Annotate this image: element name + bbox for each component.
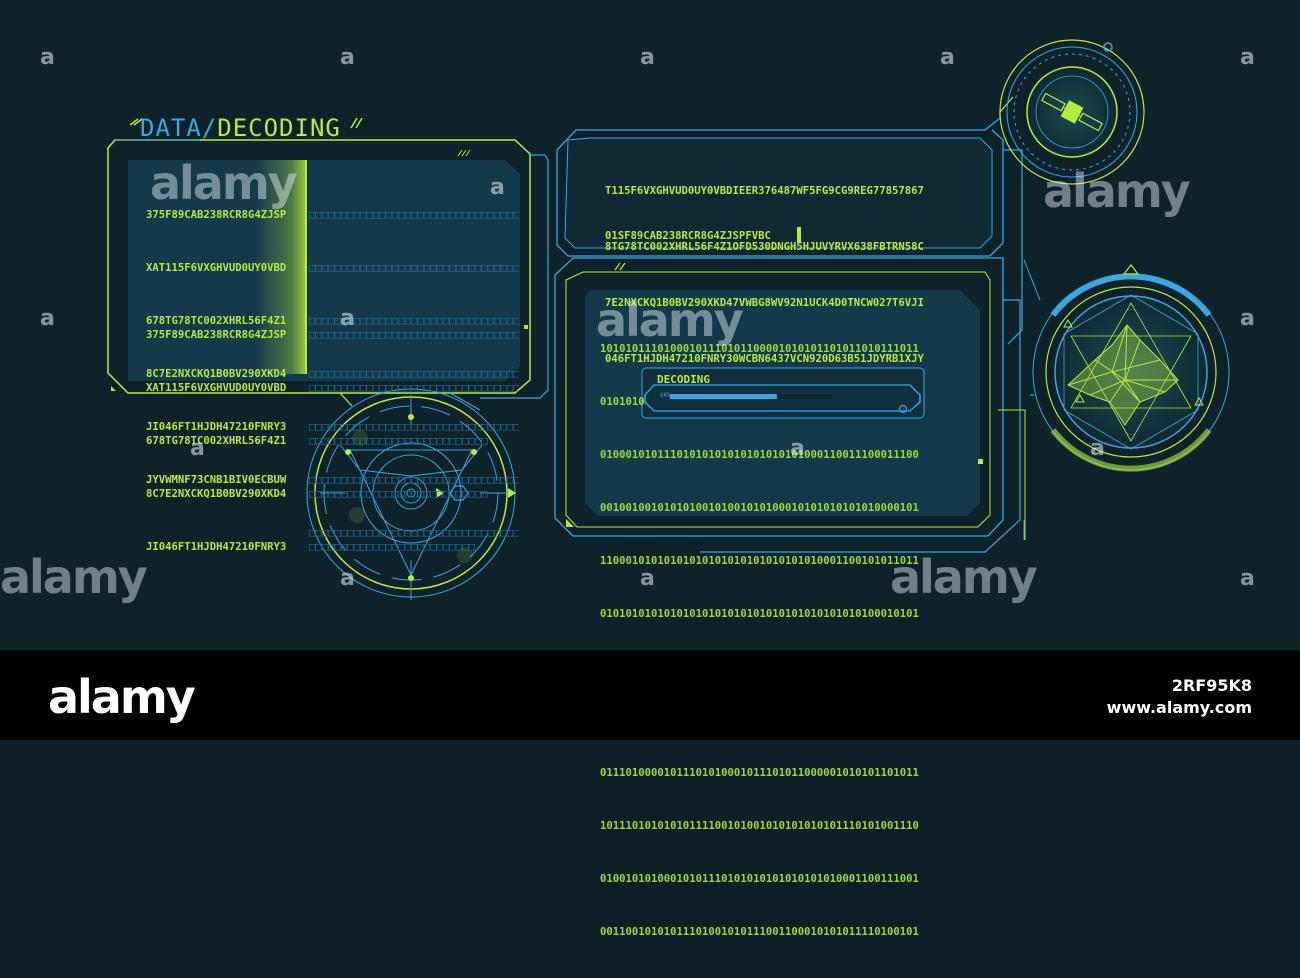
watermark-brand: alamy — [1043, 164, 1191, 218]
binary-line: 1011101010101011110010100101010101010111… — [600, 820, 919, 832]
decoding-bar-frame — [644, 384, 921, 414]
terrain-wireframe-icon — [1067, 324, 1179, 426]
code-line: 8C7E2NXCKQ1B0BV290XKD4 — [146, 368, 287, 380]
hud-interface: DATA/DECODING 375F89CAB238RCR8G4ZJSP XAT… — [0, 39, 1255, 938]
code-block-b: 375F89CAB238RCR8G4ZJSP XAT115F6VXGHVUD0U… — [146, 290, 286, 593]
watermark-letter: a — [340, 566, 355, 591]
watermark-letter: a — [1090, 436, 1105, 461]
title-decoding: DECODING — [217, 114, 341, 142]
box-line: □□□□□□□□□□□□□□□□□□□□□□□□□□□□□□□□□□ — [309, 315, 519, 327]
panel-title: DATA/DECODING — [140, 114, 341, 142]
box-line: □□□□□□□□□□□□□□□□□□□□□□□□□□ — [309, 541, 475, 553]
watermark-letter: a — [640, 45, 655, 70]
watermark-letter: a — [340, 45, 355, 70]
binary-line: 0100010101110101010101010101010100011001… — [600, 449, 919, 461]
hex-line: 7E2NXCKQ1B0BV290XKD47VWBG8WV92N1UCK4D0TN… — [605, 297, 924, 309]
box-line: □□□□□□□□□□□□□□□□□□□□□□□□□□□□□□□□□□ — [309, 329, 519, 341]
code-line: 375F89CAB238RCR8G4ZJSP — [146, 209, 287, 221]
watermark-letter: a — [1240, 306, 1255, 331]
binary-line: 0111010000101110101000101110101100000101… — [600, 767, 919, 779]
binary-line: 0101010101010101010101010101010101010101… — [600, 608, 919, 620]
box-line: □□□□□□□□□□□□□□□□□□□□□□□□□□□□□□□□□□ — [309, 382, 519, 394]
code-line: JI046FT1HJDH47210FNRY3 — [146, 541, 287, 553]
box-block-b: □□□□□□□□□□□□□□□□□□□□□□□□□□□□□□□□□□ □□□□□… — [309, 290, 519, 593]
target-reticle — [306, 388, 516, 600]
watermark-letter: a — [490, 175, 505, 200]
box-line: □□□□□□□□□□□□□□□□□□□□□□□□□□□□ — [309, 488, 488, 500]
box-line: □□□□□□□□□□□□□□□□□□□□□□□□□□□□□□□□□□ — [309, 209, 519, 221]
satellite-icon — [1041, 92, 1103, 132]
watermark-letter: a — [1240, 566, 1255, 591]
box-block-a: □□□□□□□□□□□□□□□□□□□□□□□□□□□□□□□□□□ □□□□□… — [309, 170, 519, 579]
satellite-radar — [999, 39, 1145, 185]
watermark-brand: alamy — [150, 156, 298, 210]
terrain-scanner — [1032, 264, 1230, 472]
box-line: □□□□□□□□□□□□□□□□□□□□□□□□□□□□□□□□□□ — [309, 421, 519, 433]
code-line: 8C7E2NXCKQ1B0BV290XKD4 — [146, 488, 287, 500]
binary-line: 0011001010101110100101011100110001010101… — [600, 926, 919, 938]
box-line: □□□□□□□□□□□□□□□□□□□□□□□□□□□□□□□□□□ — [309, 368, 519, 380]
binary-line: 1100010101010101010101010101010101000110… — [600, 555, 919, 567]
watermark-brand: alamy — [890, 550, 1038, 604]
code-line: XAT115F6VXGHVUD0UY0VBD — [146, 382, 287, 394]
footer-logo: alamy — [48, 670, 196, 724]
code-line: 678TG78TC002XHRL56F4Z1 — [146, 435, 287, 447]
binary-line: 0010010010101010010100101010001010101010… — [600, 502, 919, 514]
watermark-letter: a — [640, 566, 655, 591]
footer-bar: alamy 2RF95K8 www.alamy.com — [0, 650, 1300, 740]
watermark-letter: a — [40, 306, 55, 331]
box-line: □□□□□□□□□□□□□□□□□□□□□□□□□□□□□□□□□□ — [309, 474, 519, 486]
code-line: XAT115F6VXGHVUD0UY0VBD — [146, 262, 287, 274]
code-line: 375F89CAB238RCR8G4ZJSP — [146, 329, 287, 341]
watermark-letter: a — [190, 436, 205, 461]
watermark-brand: alamy — [0, 550, 148, 604]
code-line: JI046FT1HJDH47210FNRY3 — [146, 421, 287, 433]
watermark-letter: a — [940, 45, 955, 70]
watermark-letter: a — [790, 436, 805, 461]
decoding-percent: 66% — [660, 392, 671, 399]
decoding-overlay-bg — [646, 371, 918, 416]
stock-image: DATA/DECODING 375F89CAB238RCR8G4ZJSP XAT… — [0, 39, 1300, 938]
binary-line: 0100101010001010111010101010101010101000… — [600, 873, 919, 885]
box-line: □□□□□□□□□□□□□□□□□□□□□□□□□□□□ — [309, 435, 488, 447]
image-id: 2RF95K8 — [1171, 676, 1252, 695]
left-data-panel — [107, 117, 549, 411]
watermark-brand: alamy — [596, 293, 744, 347]
hex-stream: T115F6VXGHVUD0UY0VBDIEER376487WF5FG9CG9R… — [605, 144, 924, 406]
title-data: DATA/ — [140, 114, 218, 142]
top-right-panel — [556, 96, 1023, 345]
watermark-letter: a — [1240, 45, 1255, 70]
watermark-letter: a — [40, 45, 55, 70]
decoding-progress-bar — [670, 394, 777, 399]
footer-url[interactable]: www.alamy.com — [1106, 698, 1252, 717]
hex-line: 8TG78TC002XHRL56F4Z1OFD530DNGH5HJUVYRVX6… — [605, 241, 924, 253]
hex-line: T115F6VXGHVUD0UY0VBDIEER376487WF5FG9CG9R… — [605, 185, 924, 197]
code-block-a: 375F89CAB238RCR8G4ZJSP XAT115F6VXGHVUD0U… — [146, 170, 286, 526]
watermark-letter: a — [340, 306, 355, 331]
box-line: □□□□□□□□□□□□□□□□□□□□□□□□□□□□□□□□□□ — [309, 527, 519, 539]
hex-line: 046FT1HJDH47210FNRY30WCBN6437VCN920D63B5… — [605, 353, 924, 365]
decoding-label: DECODING — [657, 373, 710, 386]
box-line: □□□□□□□□□□□□□□□□□□□□□□□□□□□□□□□□□□ — [309, 262, 519, 274]
code-line: 678TG78TC002XHRL56F4Z1 — [146, 315, 287, 327]
code-input-line: 01SF89CAB238RCR8G4ZJSPFVBC — [605, 230, 771, 242]
connector-lines — [1023, 259, 1041, 540]
code-line: JYVWMNF73CNB1BIV0ECBUW — [146, 474, 287, 486]
binary-line: 1010101110100010111010110000101010110101… — [600, 343, 919, 355]
